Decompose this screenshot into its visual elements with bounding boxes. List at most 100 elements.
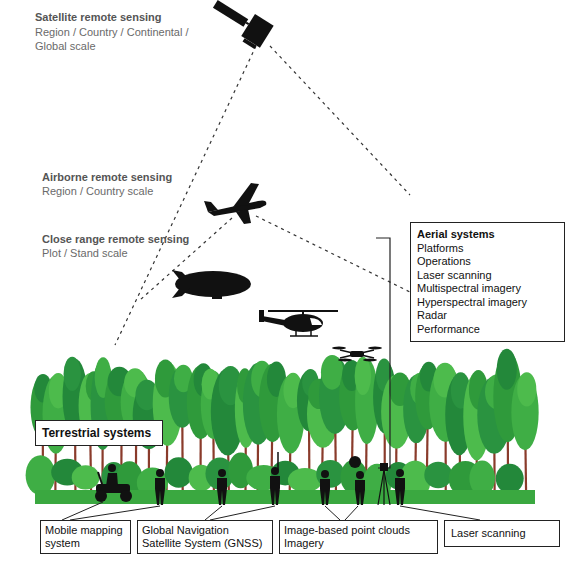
helicopter-body <box>283 314 323 332</box>
drone-arm <box>340 350 374 358</box>
gnss-pole <box>277 452 279 470</box>
plane-wing <box>236 209 251 224</box>
box-text: Imagery <box>284 537 433 550</box>
tree-crown-top <box>517 372 536 406</box>
blimp-body <box>175 271 251 297</box>
box-text: Global Navigation Satellite System (GNSS… <box>142 524 268 550</box>
box-text: Multispectral imagery <box>417 282 558 296</box>
climber <box>349 456 361 468</box>
drone-icon <box>332 347 382 362</box>
aerial-systems-box: Aerial systemsPlatformsOperationsLaser s… <box>410 222 565 342</box>
scale-note: Plot / Stand scale <box>42 246 242 260</box>
box-text: Platforms <box>417 242 558 256</box>
leader-line <box>325 506 340 520</box>
method-box: Global Navigation Satellite System (GNSS… <box>137 520 273 554</box>
plane-wing <box>233 183 259 207</box>
tripod-leg <box>383 470 384 505</box>
atv-wheel <box>120 490 132 502</box>
method-box: Mobile mapping system <box>40 520 131 554</box>
satellite-antenna <box>243 38 257 49</box>
leader-line <box>400 506 480 520</box>
box-text: Laser scanning <box>417 269 558 283</box>
box-heading: Aerial systems <box>417 228 558 242</box>
atv-wheel <box>95 490 107 502</box>
skid-strut <box>310 331 312 336</box>
panel-arm <box>246 23 249 25</box>
box-text: Mobile mapping system <box>45 524 126 550</box>
box-text: Radar <box>417 309 558 323</box>
drone-arm <box>340 350 374 358</box>
view-line <box>256 216 410 292</box>
leader-line <box>345 506 358 520</box>
helicopter-tail <box>262 316 286 326</box>
scale-heading: Close range remote sensing <box>42 232 242 246</box>
blimp-icon <box>172 270 251 299</box>
bracket <box>376 238 390 468</box>
person-body <box>217 478 227 505</box>
tree-crown-top <box>355 357 372 395</box>
solar-panel <box>213 0 248 27</box>
undergrowth <box>165 457 193 488</box>
box-text: Image-based point clouds <box>284 524 433 537</box>
box-text: Performance <box>417 323 558 337</box>
scale-heading: Satellite remote sensing <box>35 10 235 24</box>
view-line <box>270 46 410 195</box>
rotor-mast <box>302 311 304 315</box>
box-text: Laser scanning <box>451 527 553 540</box>
blimp-fin <box>172 270 190 280</box>
person-body <box>355 480 365 505</box>
person-head <box>218 469 226 477</box>
person-body <box>155 478 165 505</box>
person-body <box>395 478 405 505</box>
rider-head <box>108 464 116 472</box>
helicopter-icon <box>259 310 338 336</box>
plane-tail <box>204 201 218 212</box>
satellite-icon <box>206 0 274 51</box>
leader-line <box>70 506 160 520</box>
blimp-gondola <box>212 295 222 299</box>
drone-rotor <box>332 347 346 350</box>
tripod-leg <box>378 470 384 505</box>
undergrowth <box>424 462 452 489</box>
rider-body <box>106 473 118 486</box>
person-head <box>156 469 164 477</box>
atv-vehicle <box>95 464 132 502</box>
airplane-icon <box>204 183 266 224</box>
leader-lines <box>62 502 480 520</box>
drone-rotor <box>368 347 382 350</box>
helicopter-skid <box>290 335 318 337</box>
blimp-fin <box>172 288 190 298</box>
leader-line <box>210 506 275 520</box>
drone-rotor <box>363 359 377 362</box>
scale-heading: Airborne remote sensing <box>42 170 242 184</box>
box-text: Operations <box>417 255 558 269</box>
person-body <box>320 479 330 505</box>
undergrowth <box>26 455 56 495</box>
forest <box>26 349 539 504</box>
undergrowth <box>72 465 100 489</box>
tripod-leg <box>384 470 390 505</box>
scale-note: Region / Country / Continental / Global … <box>35 25 207 53</box>
people <box>155 452 405 505</box>
person-head <box>321 470 329 478</box>
scale-note: Region / Country scale <box>42 184 242 198</box>
method-box: Image-based point cloudsImagery <box>279 520 438 554</box>
drone-rotor <box>338 359 352 362</box>
person-head <box>356 471 364 479</box>
atv-mast <box>98 472 102 484</box>
skid-strut <box>295 331 297 336</box>
box-text: Hyperspectral imagery <box>417 296 558 310</box>
undergrowth <box>496 464 524 493</box>
terrestrial-systems-box: Terrestrial systems <box>35 420 163 446</box>
tree-crown-top <box>497 349 517 390</box>
method-box: Laser scanning <box>444 520 560 547</box>
leader-line <box>62 502 103 520</box>
box-heading: Terrestrial systems <box>42 426 156 440</box>
helicopter-tail-fin <box>259 310 264 322</box>
tree-crown-top <box>64 357 81 391</box>
laser-scanner <box>380 463 388 471</box>
helicopter-window <box>310 318 322 325</box>
person-body <box>270 476 280 505</box>
person-head <box>396 469 404 477</box>
